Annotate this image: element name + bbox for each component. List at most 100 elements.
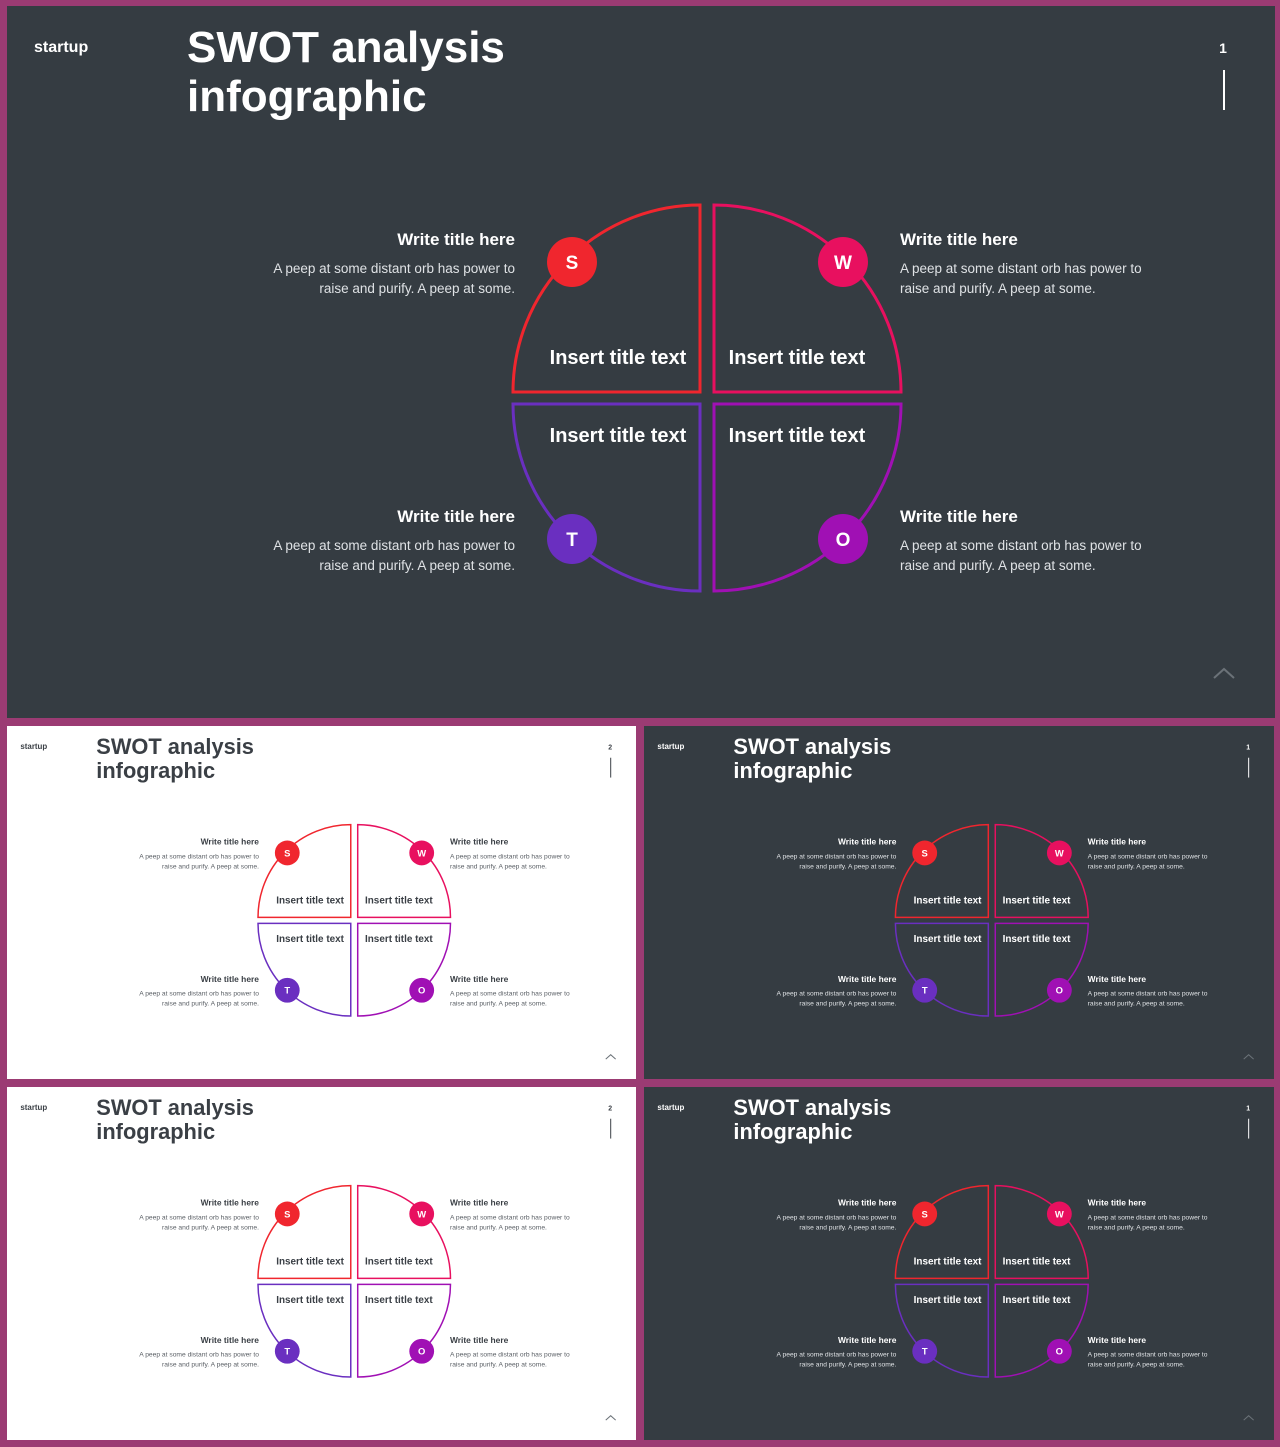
- slide-title-line1: SWOT analysis: [733, 734, 891, 759]
- o-side-body-2: raise and purify. A peep at some.: [450, 1001, 547, 1008]
- page-number: 1: [1219, 40, 1227, 56]
- o-side-body-2: raise and purify. A peep at some.: [1088, 1362, 1185, 1369]
- quadrant-o-label: Insert title text: [1003, 934, 1071, 945]
- t-side-body-1: A peep at some distant orb has power to: [139, 1352, 259, 1359]
- s-side-body-2: raise and purify. A peep at some.: [162, 1224, 259, 1231]
- chevron-up-icon[interactable]: [605, 1415, 616, 1421]
- s-side-title: Write title here: [201, 1197, 260, 1207]
- quadrant-t-label: Insert title text: [914, 934, 982, 945]
- brand-label: startup: [20, 742, 47, 751]
- t-side-title: Write title here: [838, 1335, 897, 1345]
- badge-s-letter: S: [284, 1208, 290, 1219]
- chevron-up-icon[interactable]: [1243, 1415, 1254, 1421]
- badge-w-letter: W: [1055, 1208, 1064, 1219]
- slide-thumb-a[interactable]: startup SWOT analysis infographic 2 Inse…: [7, 726, 636, 1079]
- quadrant-s-label: Insert title text: [276, 895, 344, 906]
- o-side-body-1: A peep at some distant orb has power to: [900, 538, 1142, 553]
- slide-canvas: startup SWOT analysis infographic 2 Inse…: [20, 1095, 616, 1421]
- brand-label: startup: [20, 1103, 47, 1112]
- slide-title-line2: infographic: [96, 1119, 215, 1144]
- quadrant-t-label: Insert title text: [914, 1295, 982, 1306]
- slide-title-line1: SWOT analysis: [96, 1095, 254, 1120]
- badge-s: [274, 1201, 300, 1227]
- slide-thumb-b[interactable]: startup SWOT analysis infographic 1 Inse…: [644, 726, 1274, 1079]
- t-side-title: Write title here: [838, 974, 897, 984]
- badge-t-letter: T: [922, 1346, 928, 1357]
- badge-t-letter: T: [566, 530, 578, 551]
- badge-w: [1046, 1201, 1072, 1227]
- quadrant-s-label: Insert title text: [276, 1256, 344, 1267]
- t-side-title: Write title here: [201, 974, 260, 984]
- o-side-title: Write title here: [450, 974, 509, 984]
- slide-canvas: startup SWOT analysis infographic 2 Inse…: [20, 734, 616, 1060]
- badge-o-letter: O: [418, 1346, 425, 1357]
- w-side-body-2: raise and purify. A peep at some.: [1088, 1224, 1185, 1231]
- badge-o-letter: O: [836, 530, 851, 551]
- slide-thumb-d[interactable]: startup SWOT analysis infographic 1 Inse…: [644, 1087, 1274, 1440]
- o-side-body-1: A peep at some distant orb has power to: [450, 991, 570, 998]
- quadrant-s-label: Insert title text: [550, 347, 687, 369]
- s-side-body-1: A peep at some distant orb has power to: [139, 1214, 259, 1221]
- badge-s: [912, 1201, 938, 1227]
- slide-title-line2: infographic: [96, 758, 215, 783]
- badge-t: [912, 977, 938, 1003]
- badge-s-letter: S: [284, 847, 290, 858]
- badge-t-letter: T: [284, 1346, 290, 1357]
- w-side-body-2: raise and purify. A peep at some.: [450, 863, 547, 870]
- w-side-body-2: raise and purify. A peep at some.: [450, 1224, 547, 1231]
- o-side-title: Write title here: [450, 1335, 509, 1345]
- quadrant-w-label: Insert title text: [1003, 896, 1071, 907]
- badge-o: [818, 514, 868, 564]
- badge-w: [818, 237, 868, 287]
- slide-thumb-c[interactable]: startup SWOT analysis infographic 2 Inse…: [7, 1087, 636, 1440]
- t-side-title: Write title here: [397, 507, 515, 526]
- w-side-body-1: A peep at some distant orb has power to: [450, 1214, 570, 1221]
- badge-w: [409, 1201, 435, 1227]
- slide-main[interactable]: startup SWOT analysis infographic 1 Inse…: [7, 6, 1275, 718]
- chevron-up-icon[interactable]: [1243, 1054, 1254, 1060]
- w-side-body-1: A peep at some distant orb has power to: [450, 853, 570, 860]
- badge-o: [1046, 1338, 1072, 1364]
- w-side-body-1: A peep at some distant orb has power to: [900, 261, 1142, 276]
- page-number: 2: [608, 744, 612, 751]
- o-side-body-1: A peep at some distant orb has power to: [1088, 991, 1208, 998]
- badge-w: [409, 840, 435, 866]
- s-side-body-2: raise and purify. A peep at some.: [799, 1224, 896, 1231]
- badge-s-letter: S: [922, 1208, 928, 1219]
- quadrant-t-label: Insert title text: [550, 425, 687, 447]
- s-side-body-1: A peep at some distant orb has power to: [777, 1214, 897, 1221]
- t-side-body-1: A peep at some distant orb has power to: [139, 991, 259, 998]
- quadrant-o-label: Insert title text: [729, 425, 866, 447]
- s-side-body-1: A peep at some distant orb has power to: [139, 853, 259, 860]
- w-side-title: Write title here: [450, 836, 509, 846]
- badge-o-letter: O: [1056, 985, 1063, 996]
- w-side-title: Write title here: [900, 230, 1018, 249]
- chevron-up-icon[interactable]: [605, 1054, 616, 1060]
- w-side-title: Write title here: [1088, 837, 1147, 847]
- t-side-body-2: raise and purify. A peep at some.: [799, 1001, 896, 1008]
- quadrant-t-label: Insert title text: [276, 1295, 344, 1306]
- s-side-body-2: raise and purify. A peep at some.: [162, 863, 259, 870]
- s-side-body-1: A peep at some distant orb has power to: [273, 261, 515, 276]
- o-side-body-2: raise and purify. A peep at some.: [1088, 1001, 1185, 1008]
- s-side-body-2: raise and purify. A peep at some.: [319, 281, 515, 296]
- badge-t: [274, 1338, 300, 1364]
- quadrant-o-label: Insert title text: [365, 934, 433, 945]
- o-side-title: Write title here: [1088, 1335, 1147, 1345]
- badge-t: [274, 977, 300, 1003]
- badge-o-letter: O: [1056, 1346, 1063, 1357]
- badge-o: [409, 1338, 435, 1364]
- o-side-body-1: A peep at some distant orb has power to: [1088, 1352, 1208, 1359]
- chevron-up-icon[interactable]: [1213, 667, 1235, 679]
- w-side-title: Write title here: [1088, 1198, 1147, 1208]
- quadrant-s-label: Insert title text: [914, 896, 982, 907]
- s-side-title: Write title here: [838, 1198, 897, 1208]
- badge-s: [912, 840, 938, 866]
- w-side-body-2: raise and purify. A peep at some.: [1088, 863, 1185, 870]
- slide-title-line2: infographic: [733, 758, 852, 783]
- badge-w-letter: W: [417, 847, 426, 858]
- o-side-body-1: A peep at some distant orb has power to: [450, 1352, 570, 1359]
- badge-o-letter: O: [418, 985, 425, 996]
- quadrant-w-label: Insert title text: [1003, 1257, 1071, 1268]
- s-side-title: Write title here: [201, 836, 260, 846]
